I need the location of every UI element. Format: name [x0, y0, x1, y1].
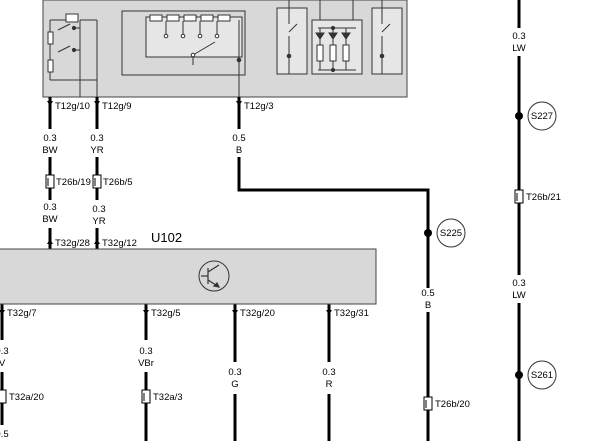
- wire-color: B: [236, 145, 242, 156]
- connector-label: T32a/20: [9, 392, 44, 403]
- wire-color: BW: [42, 145, 57, 156]
- wire-size: 0.3: [512, 278, 525, 289]
- wire-size: 0.3: [43, 202, 56, 213]
- led-block: [276, 0, 403, 75]
- wire-color: G: [231, 379, 238, 390]
- connector-label: T32g/12: [102, 238, 137, 249]
- wire-size: 0.3: [228, 367, 241, 378]
- u102-label: U102: [151, 230, 182, 245]
- inline-connectors: [0, 174, 524, 411]
- connector-label: T32g/5: [151, 308, 181, 319]
- wire-color: VBr: [138, 358, 154, 369]
- connector-label: T12g/10: [55, 101, 90, 112]
- wire-size: 0.3: [92, 204, 105, 215]
- wire-color: R: [326, 379, 333, 390]
- pin-arrows: [0, 101, 332, 315]
- wire-size: 0.3: [0, 346, 9, 357]
- connector-label: T26b/21: [526, 192, 561, 203]
- splice-label: S225: [440, 228, 462, 239]
- wire-size: 0.5: [232, 133, 245, 144]
- connector-label: T12g/3: [244, 101, 274, 112]
- wire-size: 0.3: [322, 367, 335, 378]
- splice-label: S227: [531, 111, 553, 122]
- top-component: [42, 0, 408, 98]
- splice-label: S261: [531, 370, 553, 381]
- splice-nodes: [424, 101, 557, 390]
- switch-block-left: [47, 13, 98, 97]
- connector-label: T32g/31: [334, 308, 369, 319]
- connector-label: T12g/9: [102, 101, 132, 112]
- wire-color: YR: [90, 145, 103, 156]
- wire-size: 0.3: [90, 133, 103, 144]
- wire-size: 0.3: [139, 346, 152, 357]
- u102-module: [0, 248, 377, 305]
- connector-label: T26b/5: [103, 177, 133, 188]
- wire-color: LW: [512, 43, 526, 54]
- wire-size: 0.3: [43, 133, 56, 144]
- wire-color: B: [425, 300, 431, 311]
- connector-label: T26b/19: [56, 177, 91, 188]
- relay-box: [121, 10, 246, 97]
- connector-label: T32a/3: [153, 392, 183, 403]
- wire-color: BW: [42, 214, 57, 225]
- wire-size: 0.5: [0, 429, 9, 440]
- connector-label: T32g/28: [55, 238, 90, 249]
- transistor-icon: [198, 260, 230, 292]
- wire-color: LW: [512, 290, 526, 301]
- wire-color: V: [0, 358, 6, 369]
- wire-size: 0.5: [421, 288, 434, 299]
- connector-label: T26b/20: [435, 399, 470, 410]
- wire-size: 0.3: [512, 31, 525, 42]
- connector-label: T32g/20: [240, 308, 275, 319]
- connector-label: T32g/7: [7, 308, 37, 319]
- wires: [0, 0, 521, 441]
- wire-color: YR: [92, 216, 105, 227]
